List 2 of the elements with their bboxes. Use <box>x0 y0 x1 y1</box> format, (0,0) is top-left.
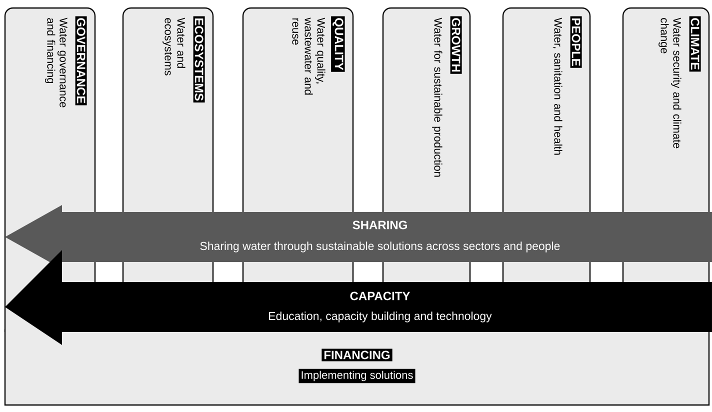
arrow-band: SHARING Sharing water through sustainable solutions across sectors and people <box>5 205 712 269</box>
band-box: FINANCING Implementing solutions <box>4 329 710 406</box>
